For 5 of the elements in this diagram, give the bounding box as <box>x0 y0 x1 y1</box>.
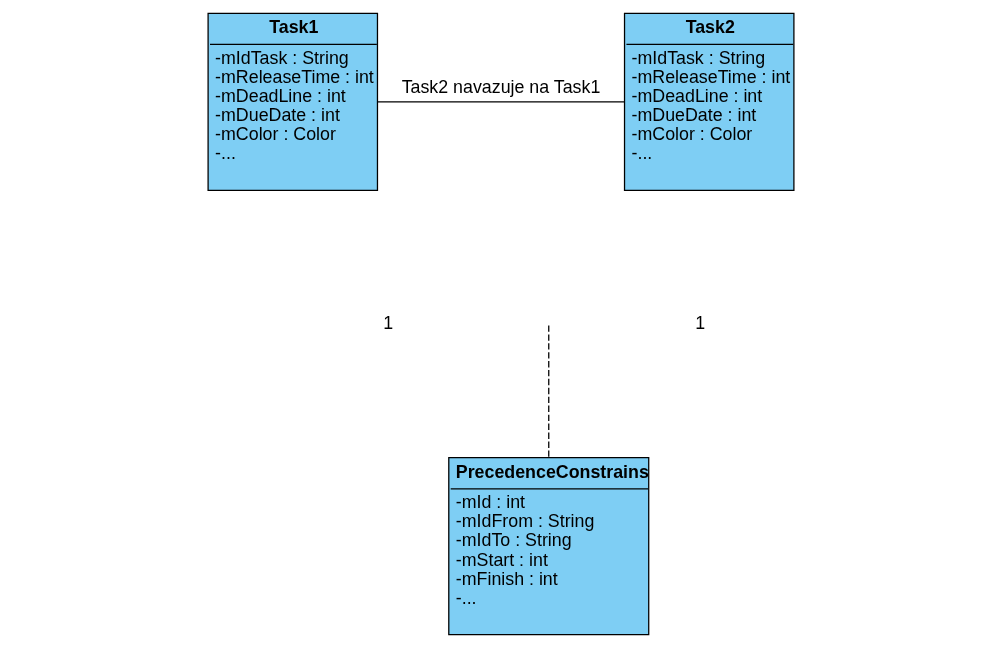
label: 1 <box>694 312 705 333</box>
connector <box>547 324 549 459</box>
label: 1 <box>382 312 393 333</box>
edge-label: Task2 navazuje na Task1 <box>401 77 600 98</box>
connector <box>376 101 625 103</box>
